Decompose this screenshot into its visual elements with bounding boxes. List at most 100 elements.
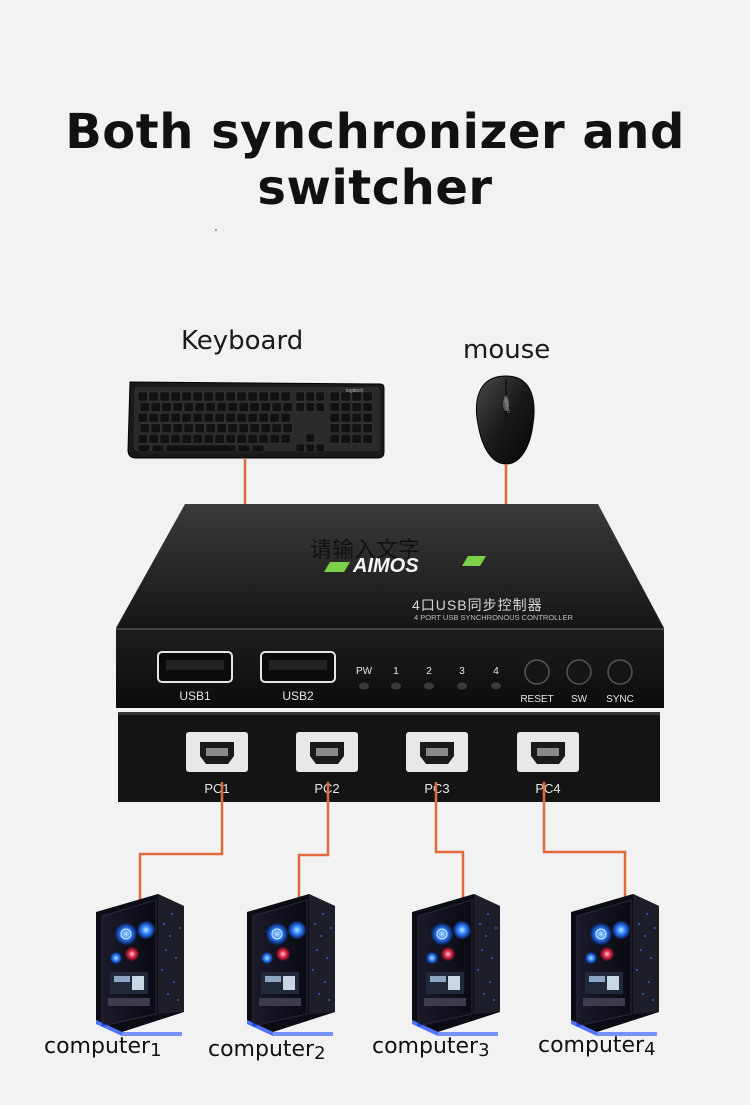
pc2-port[interactable] [296,732,358,772]
keyboard-key [329,402,340,412]
keyboard-key [151,444,165,453]
keyboard-key [280,412,291,423]
sw-label: SW [571,694,588,705]
keyboard-key [225,391,236,402]
keyboard-key [260,423,271,434]
keyboard-key [295,391,305,402]
pc1-label: PC1 [204,781,229,796]
usb-controller: AIMOS 请输入文字 4口USB同步控制器 4 PORT USB SYNCHR… [116,504,664,708]
keyboard-key [237,444,251,453]
computer-3 [411,893,501,1037]
keyboard-key [159,412,170,423]
keyboard-key [192,434,203,444]
computer-4-label: computer4 [538,1033,656,1060]
keyboard-key [194,423,205,434]
usb2-port[interactable] [260,651,336,683]
keyboard-key [315,391,325,402]
keyboard-key [269,434,280,444]
keyboard-key [139,423,150,434]
keyboard-key [269,412,280,423]
sw-button[interactable] [566,659,592,685]
mouse-label: mouse [463,335,551,365]
usb1-port[interactable] [157,651,233,683]
sync-button[interactable] [607,659,633,685]
keyboard-key [137,444,151,453]
keyboard-key [203,412,214,423]
keyboard-key [148,391,159,402]
computer-3-label: computer3 [372,1034,490,1061]
pc1-port[interactable] [186,732,248,772]
keyboard-key [139,402,150,412]
keyboard-key [161,402,172,412]
keyboard-key [205,423,216,434]
keyboard-key [271,423,282,434]
keyboard-key [236,412,247,423]
keyboard-key [150,423,161,434]
keyboard-key [340,402,351,412]
reset-label: RESET [520,694,553,705]
keyboard-key [362,391,373,402]
keyboard-key [150,402,161,412]
keyboard-key [351,423,362,434]
keyboard-key [247,391,258,402]
keyboard-key [214,412,225,423]
keyboard-key [137,434,148,444]
led-indicators: PW 1 2 3 4 [356,666,501,690]
keyboard-key [161,423,172,434]
indicator-label-pw: PW [356,666,373,677]
keyboard-key [251,444,265,453]
led-1 [391,682,401,690]
keyboard-key [315,402,325,412]
overlay-placeholder-text: 请输入文字 [310,537,420,562]
keyboard-key [181,434,192,444]
keyboard-key [192,412,203,423]
keyboard-key [340,412,351,423]
keyboard-key [203,391,214,402]
pc4-label: PC4 [535,781,560,796]
keyboard-key [362,412,373,423]
keyboard-key [340,391,351,402]
indicator-label-3: 3 [459,666,465,677]
controller-rear-panel: PC1 PC2 PC3 PC4 [118,712,660,802]
computer-4 [570,893,660,1037]
led-4 [491,682,501,690]
keyboard-key [159,434,170,444]
keyboard-key [247,434,258,444]
output-cables [138,782,627,906]
keyboard-key [305,443,315,453]
reset-button[interactable] [524,659,550,685]
keyboard-key [258,412,269,423]
sync-label: SYNC [606,694,634,705]
keyboard-key [192,391,203,402]
headline: Both synchronizer and switcher [65,104,685,216]
keyboard-key [329,412,340,423]
pc4-port[interactable] [517,732,579,772]
computer-1 [95,893,185,1037]
indicator-label-2: 2 [426,666,432,677]
keyboard-key [340,434,351,444]
keyboard-key [249,423,260,434]
led-pw [359,682,369,690]
keyboard-key [351,434,362,444]
led-2 [424,682,434,690]
keyboard-key [214,434,225,444]
keyboard-key [170,391,181,402]
keyboard-key [305,402,315,412]
keyboard-key [227,402,238,412]
pc3-port[interactable] [406,732,468,772]
keyboard-key [249,402,260,412]
keyboard-key [295,402,305,412]
keyboard-key [225,434,236,444]
keyboard-key [236,391,247,402]
keyboard-key [227,423,238,434]
keyboard-label: Keyboard [181,326,304,356]
keyboard-key [282,423,293,434]
keyboard-key [183,402,194,412]
keyboard-key [238,402,249,412]
keyboard-key [258,434,269,444]
keyboard-key [172,423,183,434]
keyboard-key [170,412,181,423]
keyboard-key [329,423,340,434]
keyboard-key [148,412,159,423]
